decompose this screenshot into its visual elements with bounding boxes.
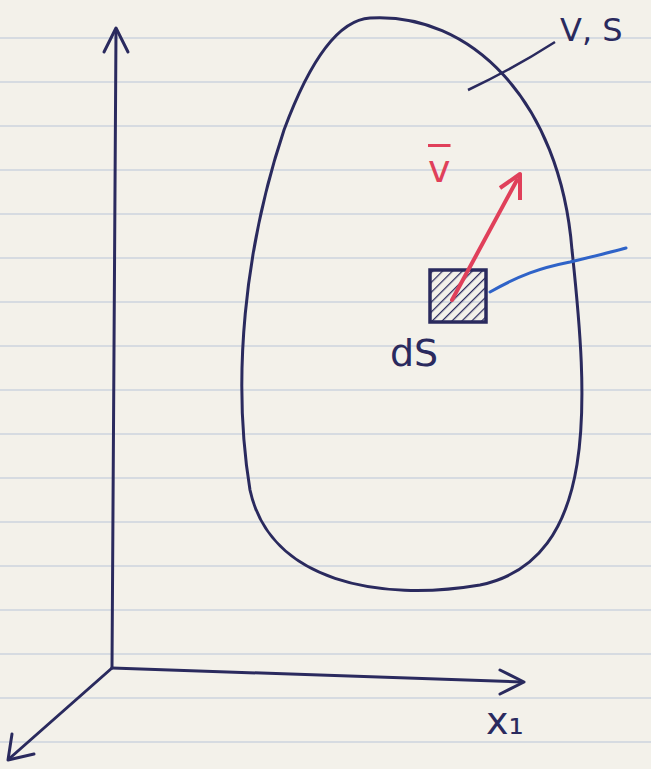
surface-label: dS bbox=[390, 334, 438, 372]
blue-leader-line bbox=[490, 248, 626, 292]
axes bbox=[8, 28, 524, 760]
axis-label: x₁ bbox=[486, 702, 524, 740]
vector-label: v bbox=[428, 150, 451, 188]
leader-line bbox=[468, 42, 555, 90]
surface-element bbox=[430, 270, 486, 322]
volume-outline bbox=[242, 18, 582, 591]
paper-lines bbox=[0, 38, 651, 742]
vector-arrowhead bbox=[500, 174, 520, 200]
volume-label: V, S bbox=[560, 14, 623, 46]
